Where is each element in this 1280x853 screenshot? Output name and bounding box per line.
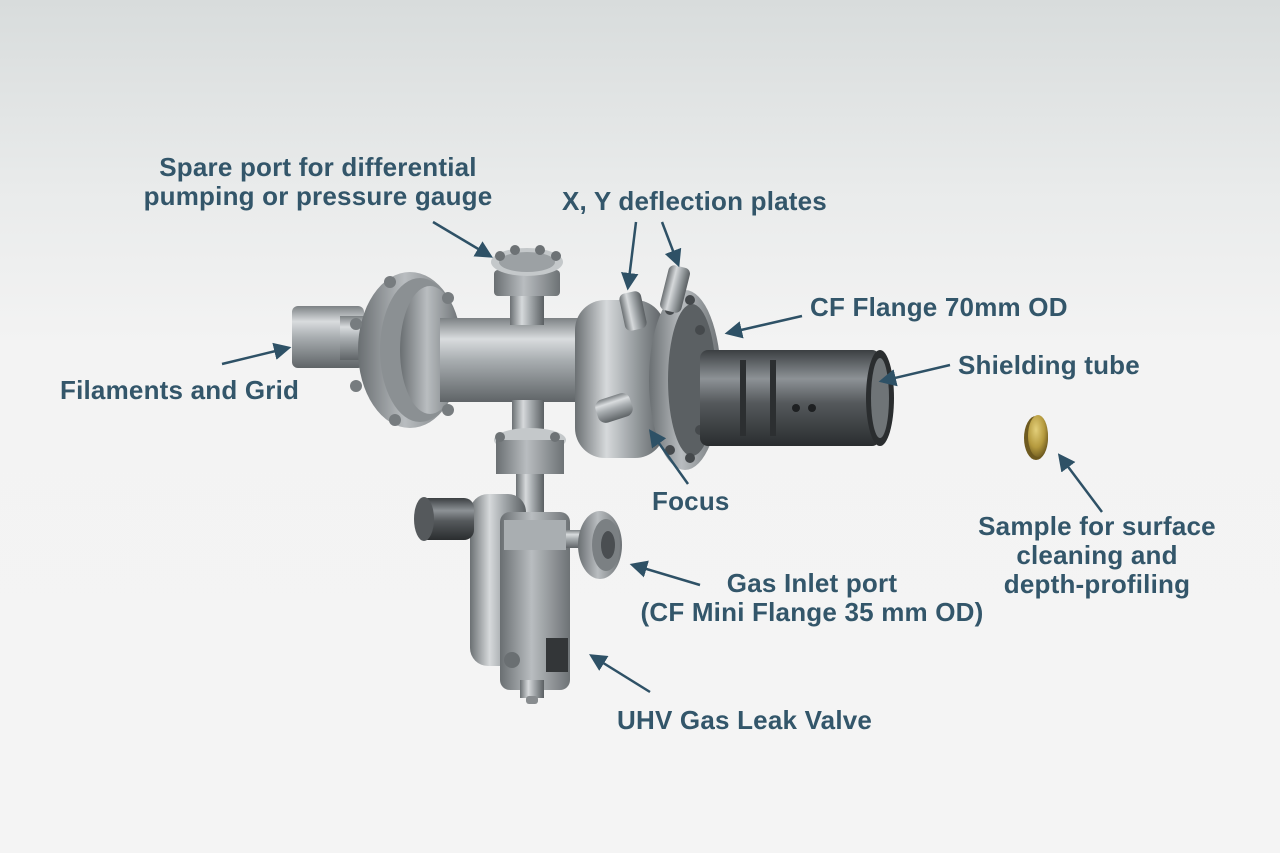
label-spare-port-line-1: Spare port for differential [159, 152, 477, 182]
label-sample-line-2: cleaning and [1016, 540, 1178, 570]
main-tube [440, 318, 590, 402]
arrow-deflection-left [621, 221, 639, 291]
arrow-leak-valve [589, 654, 651, 694]
label-deflection-plates: X, Y deflection plates [562, 186, 827, 216]
deflection-feedthroughs [619, 265, 690, 331]
label-leak-valve: UHV Gas Leak Valve [617, 705, 873, 735]
label-cf-flange: CF Flange 70mm OD [810, 292, 1068, 322]
label-gas-inlet-line-2: (CF Mini Flange 35 mm OD) [640, 597, 984, 627]
label-spare-port-line-2: pumping or pressure gauge [143, 181, 493, 211]
label-filaments-grid: Filaments and Grid [60, 375, 300, 405]
arrow-cf-flange [724, 314, 803, 339]
spare-port [491, 245, 563, 325]
shielding-tube-graphic [700, 350, 894, 446]
label-gas-inlet-line-1: Gas Inlet port [726, 568, 898, 598]
sample-disc [1024, 415, 1048, 460]
gas-inlet-flange [566, 511, 622, 579]
label-sample-line-1: Sample for surface [978, 511, 1216, 541]
arrow-filaments [221, 342, 292, 366]
arrow-deflection-right [660, 221, 682, 268]
arrow-focus [648, 429, 690, 485]
leak-valve-body [414, 494, 570, 704]
label-spare-port: Spare port for differential pumping or p… [130, 153, 506, 211]
label-shielding-tube: Shielding tube [958, 350, 1140, 380]
arrow-sample [1057, 453, 1103, 513]
callout-arrows [221, 220, 1103, 694]
focus-housing [575, 290, 721, 470]
arrow-shielding [878, 363, 951, 387]
label-sample: Sample for surface cleaning and depth-pr… [968, 512, 1226, 599]
label-focus: Focus [652, 486, 730, 516]
arrow-gas-inlet [629, 560, 701, 587]
filament-housing [292, 306, 370, 368]
label-gas-inlet: Gas Inlet port (CF Mini Flange 35 mm OD) [624, 569, 1000, 627]
label-sample-line-3: depth-profiling [1003, 569, 1191, 599]
arrow-spare-port [432, 220, 494, 258]
